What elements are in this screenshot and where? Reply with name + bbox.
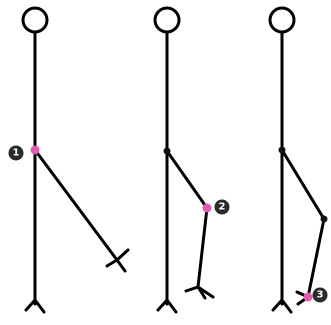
figure-2-hip-joint xyxy=(164,148,171,155)
figure-1-head xyxy=(23,8,47,32)
figure-2-standing-foot xyxy=(158,300,176,312)
figure-2-thigh xyxy=(167,151,207,208)
badge-3: 3 xyxy=(313,288,328,303)
figure-1-standing-foot xyxy=(26,300,44,312)
figure-3-standing-foot xyxy=(273,300,291,312)
badge-1: 1 xyxy=(9,146,24,161)
figure-3-ankle-joint-highlight xyxy=(304,293,313,302)
figure-2-shin xyxy=(198,208,207,287)
badge-2-label: 2 xyxy=(219,202,226,213)
figure-3-thigh xyxy=(282,150,324,219)
figure-1-hip-joint-highlight xyxy=(31,146,40,155)
figure-2-knee-joint-highlight xyxy=(203,204,212,213)
figure-3-head xyxy=(270,8,294,32)
figure-1: 1 xyxy=(9,8,129,312)
figure-3-shin xyxy=(308,219,324,297)
figure-2: 2 xyxy=(155,8,230,312)
figure-3: 3 xyxy=(270,8,328,312)
figure-2-head xyxy=(155,8,179,32)
figure-3-hip-joint xyxy=(279,147,286,154)
figure-1-swing-leg xyxy=(35,150,117,260)
badge-3-label: 3 xyxy=(317,290,324,301)
badge-2: 2 xyxy=(215,200,230,215)
badge-1-label: 1 xyxy=(13,148,20,159)
figure-3-knee-joint xyxy=(321,216,328,223)
figure-2-swing-foot xyxy=(186,287,213,298)
